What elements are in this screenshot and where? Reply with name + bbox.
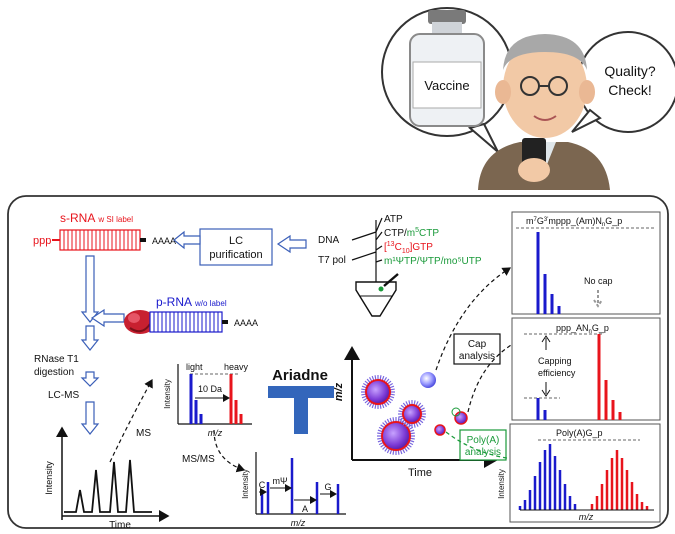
heavy-label: heavy	[224, 362, 249, 372]
fragment-a-label: A	[302, 504, 308, 514]
cap-analysis-label: analysis	[459, 351, 495, 362]
msms-dashed-arrow	[213, 429, 246, 473]
efficiency-label: efficiency	[538, 368, 576, 378]
arrow-srna-down	[80, 255, 100, 323]
capped-spectrum: m7G3'mppp_(Am)NnG_p No cap	[511, 211, 661, 315]
utp-label: m¹ΨTP/ΨTP/mo⁵UTP	[384, 256, 482, 267]
quality-text: Quality?	[604, 63, 656, 79]
light-label: light	[186, 362, 203, 372]
capped-label: m7G3'mppp_(Am)NnG_p	[526, 216, 622, 228]
ms-dashed-arrow	[109, 378, 153, 463]
cap-analysis-box: Cap analysis	[453, 333, 501, 365]
vaccine-label: Vaccine	[424, 78, 469, 93]
no-cap-label: No cap	[584, 276, 613, 286]
msms-label: MS/MS	[182, 454, 215, 465]
capping-label: Capping	[538, 356, 572, 366]
vaccine-speech-bubble: Vaccine	[381, 7, 513, 153]
lc-purification-box: LC purification	[199, 228, 273, 266]
polya-ylabel: Intensity	[497, 469, 506, 499]
hollow-arrows	[80, 230, 307, 435]
feature-spot	[398, 400, 426, 428]
reaction-tube-icon	[355, 273, 399, 317]
workflow-frame	[7, 195, 669, 529]
ctp-label: CTP/m5CTP	[384, 227, 439, 239]
polya-label: Poly(A)	[467, 435, 500, 446]
chromatogram-plot: Intensity Time	[44, 426, 170, 531]
cap-label: Cap	[468, 339, 487, 350]
feature-spot	[451, 407, 461, 417]
polya-xlabel: m/z	[579, 512, 594, 522]
ariadne-t-shape	[268, 386, 334, 434]
map-xlabel: Time	[408, 467, 432, 479]
purification-label: purification	[209, 249, 262, 261]
ppp-label: ppp	[33, 235, 51, 247]
quality-speech-bubble: Quality? Check!	[571, 31, 675, 133]
lc-ms-label: LC-MS	[48, 390, 79, 401]
ms1-spectrum: light heavy 10 Da Intensity m/z	[163, 362, 252, 438]
vaccine-vial-icon	[409, 10, 485, 127]
chromatogram-xlabel: Time	[109, 520, 131, 531]
ms2-xlabel: m/z	[291, 518, 306, 528]
ms2-spectrum: C mΨ A G Intensity m/z	[241, 452, 346, 528]
check-text: Check!	[608, 82, 652, 98]
capping-enzyme-icon	[124, 310, 156, 334]
map-ylabel: m/z	[333, 382, 345, 401]
uncapped-spectrum: ppp_ANnG_p Capping efficiency	[511, 317, 661, 421]
chromatogram-trace	[64, 459, 152, 513]
ms-label: MS	[136, 428, 151, 439]
map-to-cap-spectrum-arrow	[435, 267, 512, 371]
lc-label: LC	[229, 235, 243, 247]
feature-spot	[361, 375, 395, 409]
feature-spot	[454, 411, 468, 425]
rnase-t1-label: RNase T1	[34, 354, 79, 365]
p-rna-polya-tail: AAAA	[234, 318, 258, 328]
dna-label: DNA	[318, 235, 339, 246]
elderly-man-illustration	[478, 34, 610, 190]
arrow-to-lcms	[80, 371, 100, 387]
fragment-g-label: G	[324, 482, 331, 492]
lcms-map: m/z Time	[333, 346, 498, 479]
uncapped-label: ppp_ANnG_p	[556, 323, 609, 335]
feature-spot	[434, 424, 446, 436]
ms2-ylabel: Intensity	[241, 469, 250, 499]
polya-spectrum: Poly(A)G_p Intensity m/z	[497, 423, 661, 523]
no-cap-arrow	[593, 290, 603, 308]
s-rna-polya-tail: AAAA	[152, 236, 176, 246]
digestion-label: digestion	[34, 367, 74, 378]
arrow-lc-to-srna	[173, 230, 201, 250]
ivt-reaction: DNA T7 pol ATP CTP/m5CTP [13C10]GTP m¹ΨT…	[318, 214, 482, 317]
gtp-label: [13C10]GTP	[384, 241, 433, 255]
arrow-to-rnase	[80, 325, 100, 351]
fragment-c-label: C	[259, 480, 266, 490]
arrow-to-chromatogram	[80, 401, 100, 435]
arrow-ivt-to-lc	[276, 234, 307, 254]
atp-label: ATP	[384, 214, 403, 225]
ariadne-block: Ariadne	[268, 367, 334, 434]
t7-pol-label: T7 pol	[318, 255, 346, 266]
polya-spectrum-label: Poly(A)G_p	[556, 428, 603, 438]
delta-mass-label: 10 Da	[198, 384, 222, 394]
ariadne-title: Ariadne	[272, 367, 328, 384]
map-to-uncapped-spectrum-arrow	[467, 338, 522, 413]
ms1-xlabel: m/z	[208, 428, 223, 438]
arrow-prna-to-mix	[90, 308, 125, 328]
chromatogram-ylabel: Intensity	[44, 461, 54, 495]
feature-spot	[420, 372, 436, 388]
ms1-ylabel: Intensity	[163, 379, 172, 409]
fragment-mpsi-label: mΨ	[272, 476, 287, 486]
